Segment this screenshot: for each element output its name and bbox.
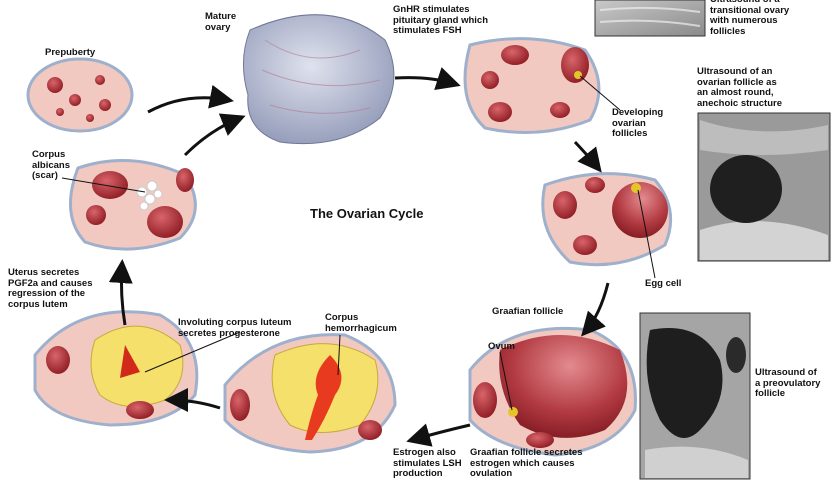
arrow-mature-to-developing	[395, 78, 455, 84]
ultrasound-transitional-image	[595, 0, 705, 36]
label-gnhr: GnHR stimulates pituitary gland which st…	[393, 5, 488, 37]
label-ultrasound-preovulatory: Ultrasound of a preovulatory follicle	[755, 368, 820, 400]
developing-follicles-ovary-illustration	[465, 39, 599, 133]
label-corpus-hemorrhagicum: Corpus hemorrhagicum	[325, 313, 397, 334]
label-ultrasound-follicle: Ultrasound of an ovarian follicle as an …	[697, 67, 782, 109]
corpus-hemorrhagicum-ovary-illustration	[225, 335, 395, 452]
corpus-albicans-ovary-illustration	[70, 160, 195, 249]
label-mature-ovary: Mature ovary	[205, 12, 236, 33]
label-uterus-secretes: Uterus secretes PGF2a and causes regress…	[8, 268, 92, 310]
prepuberty-ovary-illustration	[28, 59, 132, 131]
ultrasound-follicle-image	[698, 113, 830, 261]
arrow-egg-to-graafian	[585, 283, 608, 332]
ultrasound-preovulatory-image	[640, 313, 750, 479]
arrow-albicans-to-mature	[185, 118, 240, 155]
label-graafian-secretes: Graafian follicle secretes estrogen whic…	[470, 448, 582, 480]
arrow-developing-to-egg	[575, 142, 598, 168]
involuting-corpus-luteum-ovary-illustration	[35, 312, 197, 425]
label-egg-cell: Egg cell	[645, 279, 681, 290]
label-ultrasound-transitional: Ultrasound of a transitional ovary with …	[710, 0, 789, 37]
label-corpus-albicans: Corpus albicans (scar)	[32, 150, 70, 182]
arrow-graafian-to-hemorrhagicum	[412, 425, 470, 440]
egg-cell-ovary-illustration	[543, 174, 671, 265]
label-graafian-follicle: Graafian follicle	[492, 307, 563, 318]
label-involuting-corpus-luteum: Involuting corpus luteum secretes proges…	[178, 318, 291, 339]
label-estrogen-lsh: Estrogen also stimulates LSH production	[393, 448, 462, 480]
label-developing-follicles: Developing ovarian follicles	[612, 108, 663, 140]
mature-ovary-illustration	[243, 15, 393, 144]
arrow-prepuberty-to-mature	[148, 98, 228, 112]
diagram-title: The Ovarian Cycle	[310, 206, 423, 221]
label-prepuberty: Prepuberty	[45, 48, 95, 59]
label-ovum: Ovum	[488, 342, 515, 353]
